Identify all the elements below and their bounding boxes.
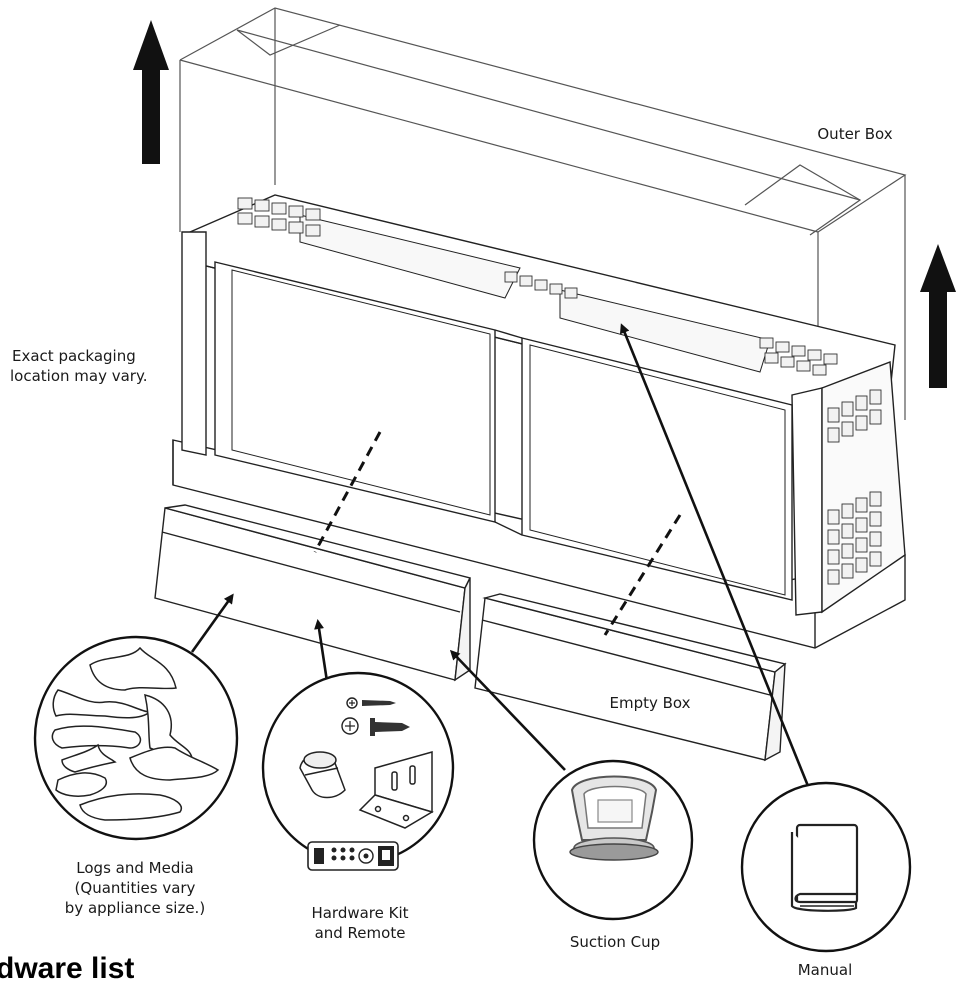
hardware-kit-line-1: Hardware Kit [311,904,409,922]
fireplace-unit [172,194,906,649]
logs-media-line-1: Logs and Media [76,859,194,877]
arrow-logs [190,593,234,653]
outer-box [179,7,907,420]
manual-label: Manual [797,961,853,979]
packaging-note-line-1: Exact packaging [12,347,136,365]
dashed-guide-right [603,514,682,636]
suction-cup-icon [569,775,659,861]
book-icon [790,823,859,912]
empty-box-left [154,504,472,682]
cable-grommet-icon [299,751,346,799]
empty-box-right [474,593,787,762]
screw-small-icon [362,700,396,706]
arrow-manual [619,323,810,787]
logs-media-illustration [33,635,239,841]
mounting-bracket-icon [358,751,434,829]
hardware-list-heading: dware list [0,952,135,985]
hardware-kit-label: Hardware Kit and Remote [280,903,440,943]
packaging-note: Exact packaging location may vary. [10,346,182,386]
suction-cup-label: Suction Cup [569,933,661,951]
lift-arrow-right [920,244,956,388]
hardware-remote-illustration [261,671,455,871]
lift-arrow-left [133,20,169,164]
outer-box-label: Outer Box [817,125,893,143]
remote-control-icon [307,841,399,871]
empty-box-label: Empty Box [609,694,691,712]
foam-padding [237,197,882,585]
logs-media-label: Logs and Media (Quantities vary by appli… [30,858,240,918]
arrow-hardware [314,619,330,689]
packaging-note-line-2: location may vary. [10,367,148,385]
dashed-guide-left [313,431,382,553]
logs-media-line-2: (Quantities vary [74,879,196,897]
manual-illustration [740,781,912,953]
screw-large-icon [370,718,410,736]
suction-cup-illustration [532,759,694,921]
logs-media-line-3: by appliance size.) [64,899,206,917]
hardware-kit-line-2: and Remote [314,924,406,942]
arrow-suction-cup [449,649,566,771]
